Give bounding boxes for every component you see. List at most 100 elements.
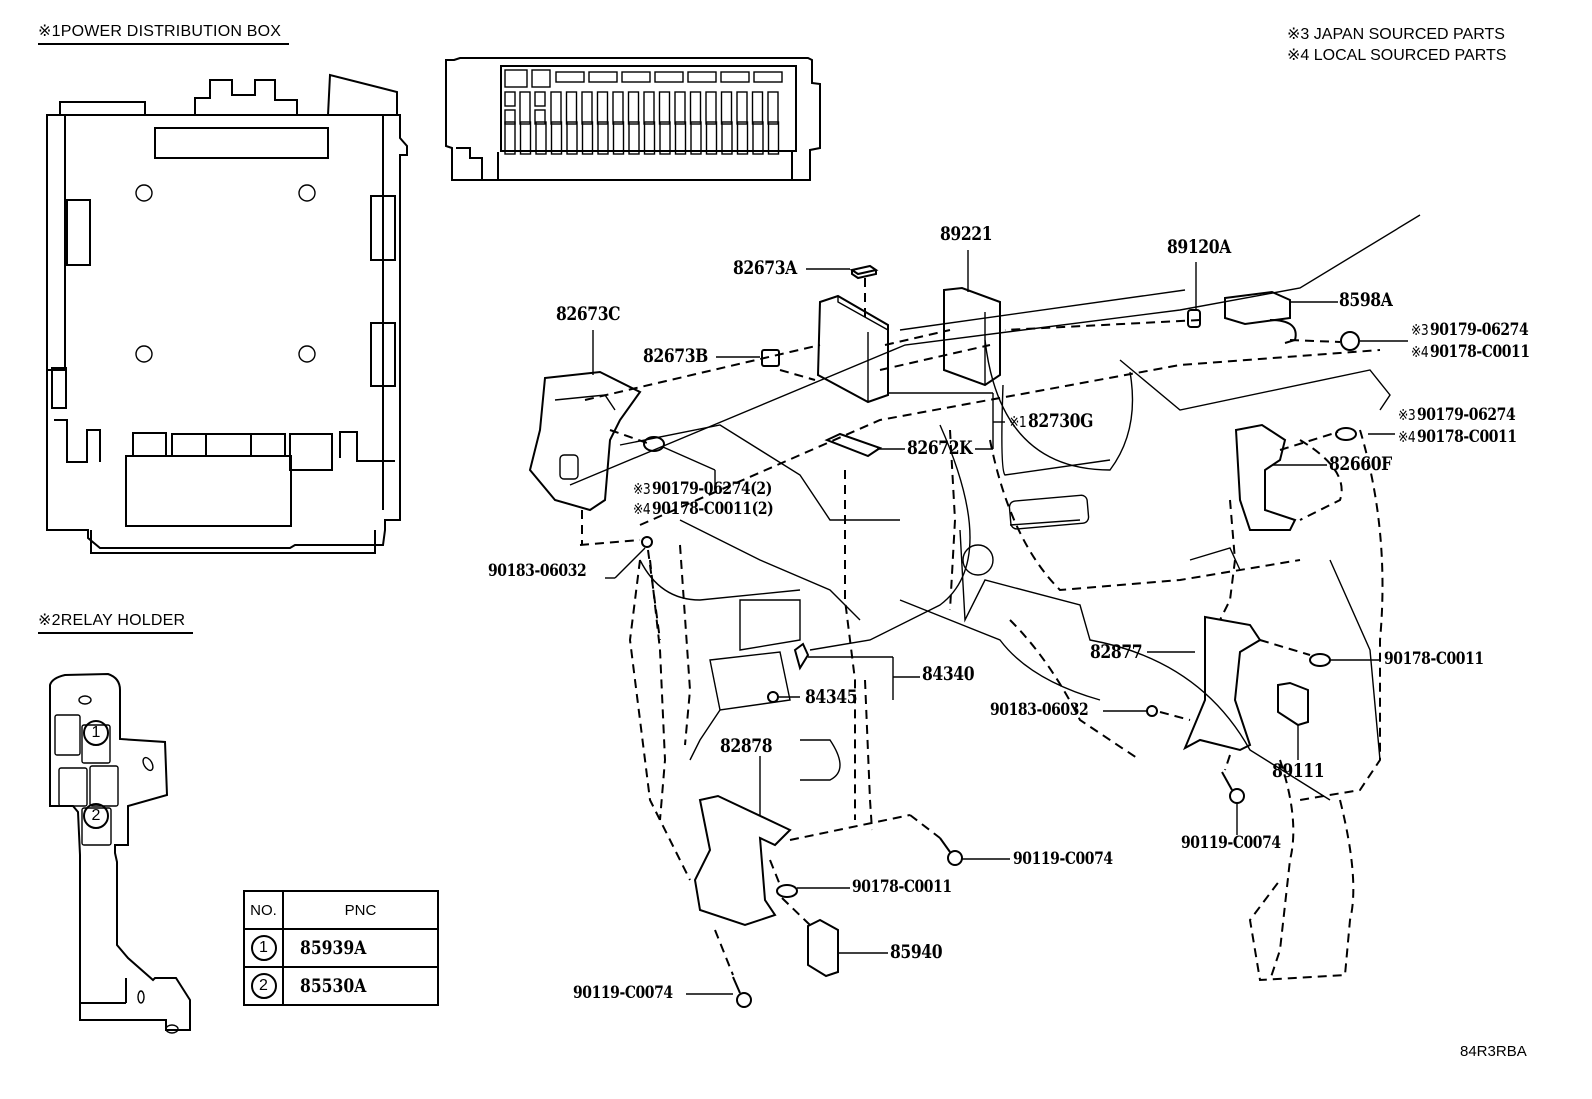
fuse-slot	[705, 121, 718, 155]
part-label-90119-right[interactable]: 90119-C0074	[1181, 833, 1281, 853]
fuse-slot	[565, 91, 578, 125]
fuse-slot	[767, 121, 780, 155]
part-label-90183-left[interactable]: 90183-06032	[488, 561, 587, 581]
fuse-slot	[566, 121, 578, 155]
part-label-clip-left-japan[interactable]: ※390179-06274(2)	[633, 481, 772, 498]
fuse-slot	[612, 121, 625, 155]
part-code: 90178-C0011	[1429, 342, 1530, 362]
relay-marker-1[interactable]: 1	[83, 720, 109, 746]
part-label-82878[interactable]: 82878	[720, 735, 773, 757]
legend-mark: ※4	[1287, 47, 1310, 64]
fuse-slot-large	[531, 69, 551, 88]
fuse-slot	[612, 91, 624, 125]
part-label-8598A[interactable]: 8598A	[1339, 289, 1393, 311]
fuse-slot	[705, 91, 717, 125]
fuse-slot	[535, 121, 547, 155]
fuse-slot	[720, 91, 733, 125]
part-label-89221[interactable]: 89221	[940, 223, 993, 245]
legend-japan-sourced: ※3 JAPAN SOURCED PARTS	[1287, 27, 1505, 43]
part-code: 90179-06274	[1429, 320, 1529, 340]
fuse-slot-small	[504, 91, 516, 107]
footnote-mark: ※3	[633, 480, 651, 498]
fuse-slot-wide	[654, 71, 684, 83]
part-label-89120A[interactable]: 89120A	[1167, 236, 1231, 258]
fuse-slot-wide	[720, 71, 750, 83]
table-row: 1 85939A	[243, 928, 439, 968]
part-label-85940[interactable]: 85940	[890, 941, 943, 963]
section-title-text: RELAY HOLDER	[60, 612, 186, 629]
footnote-mark: ※4	[1398, 428, 1416, 446]
fuse-slot	[659, 121, 671, 155]
row-pnc[interactable]: 85939A	[282, 928, 439, 968]
part-code: 90179-06274	[1416, 405, 1516, 425]
fuse-slot	[628, 121, 640, 155]
fuse-slot	[581, 91, 593, 125]
figure-code: 84R3RBA	[1460, 1043, 1527, 1060]
part-label-clip-upper-japan[interactable]: ※390179-06274	[1411, 320, 1529, 340]
part-label-clip-mid-local[interactable]: ※490178-C0011	[1398, 429, 1517, 446]
part-label-84345[interactable]: 84345	[805, 686, 858, 708]
part-label-84340[interactable]: 84340	[922, 663, 975, 685]
fuse-slot	[504, 121, 516, 155]
part-label-89111[interactable]: 89111	[1272, 760, 1325, 782]
fuse-slot	[597, 121, 609, 155]
fuse-slot	[643, 121, 656, 155]
part-label-90119-bottom[interactable]: 90119-C0074	[573, 983, 673, 1003]
part-label-82673A[interactable]: 82673A	[733, 257, 797, 279]
table-header-row: NO. PNC	[243, 890, 439, 930]
assembly-guide-lines	[579, 278, 1341, 976]
fuse-slot	[643, 91, 655, 125]
fuse-slot-large	[504, 69, 528, 88]
fuse-slot	[690, 121, 702, 155]
part-label-82877[interactable]: 82877	[1090, 641, 1143, 663]
legend-text: JAPAN SOURCED PARTS	[1313, 26, 1505, 43]
part-label-clip-mid-japan[interactable]: ※390179-06274	[1398, 405, 1516, 425]
legend-text: LOCAL SOURCED PARTS	[1313, 47, 1507, 64]
fuse-slot	[751, 91, 764, 125]
fuse-slot	[550, 121, 563, 155]
power-distribution-box-top-view	[445, 57, 821, 181]
section-title-text: POWER DISTRIBUTION BOX	[60, 23, 282, 40]
fuse-slot	[658, 91, 671, 125]
part-label-90178-right[interactable]: 90178-C0011	[1384, 649, 1484, 669]
row-no: 1	[243, 928, 284, 968]
relay-holder-drawing	[49, 672, 191, 1034]
pnc-table: NO. PNC 1 85939A 2 85530A	[243, 890, 439, 1006]
fuse-slot-wide	[687, 71, 717, 83]
fuse-slot-small	[534, 109, 546, 125]
fuse-slot-wide	[753, 71, 783, 83]
fuse-slot	[596, 91, 609, 125]
part-label-90178-mid[interactable]: 90178-C0011	[852, 877, 952, 897]
part-label-82660F[interactable]: 82660F	[1329, 453, 1392, 475]
part-label-82730G[interactable]: ※182730G	[1009, 412, 1093, 431]
part-label-82672K[interactable]: 82672K	[907, 437, 973, 459]
footnote-mark: ※1	[38, 23, 61, 40]
part-label-90119-mid[interactable]: 90119-C0074	[1013, 849, 1113, 869]
footnote-mark: ※4	[1411, 343, 1429, 361]
footnote-mark: ※3	[1398, 406, 1416, 424]
fuse-slot	[519, 121, 532, 155]
fuse-slot-wide	[555, 71, 585, 83]
fuse-slot-small	[534, 91, 546, 107]
footnote-mark: ※3	[1411, 321, 1429, 339]
part-label-clip-upper-local[interactable]: ※490178-C0011	[1411, 344, 1530, 361]
fuse-slot	[767, 91, 779, 125]
legend-local-sourced: ※4 LOCAL SOURCED PARTS	[1287, 48, 1506, 64]
row-pnc[interactable]: 85530A	[282, 966, 439, 1006]
part-code: 90178-C0011	[1416, 427, 1517, 447]
fuse-slot	[674, 121, 687, 155]
part-label-82673C[interactable]: 82673C	[556, 303, 621, 325]
fuse-slot-wide	[588, 71, 618, 83]
footnote-mark: ※1	[1009, 413, 1027, 431]
fuse-slot	[736, 91, 748, 125]
part-label-82673B[interactable]: 82673B	[643, 345, 708, 367]
part-label-clip-left-local[interactable]: ※490178-C0011(2)	[633, 500, 774, 518]
footnote-mark: ※4	[633, 500, 651, 518]
part-label-90183-right[interactable]: 90183-06032	[990, 700, 1089, 720]
fuse-slot	[627, 91, 640, 125]
fuse-slot	[752, 121, 764, 155]
relay-marker-2[interactable]: 2	[83, 803, 109, 829]
fuse-slot	[721, 121, 733, 155]
fuse-slot	[581, 121, 594, 155]
